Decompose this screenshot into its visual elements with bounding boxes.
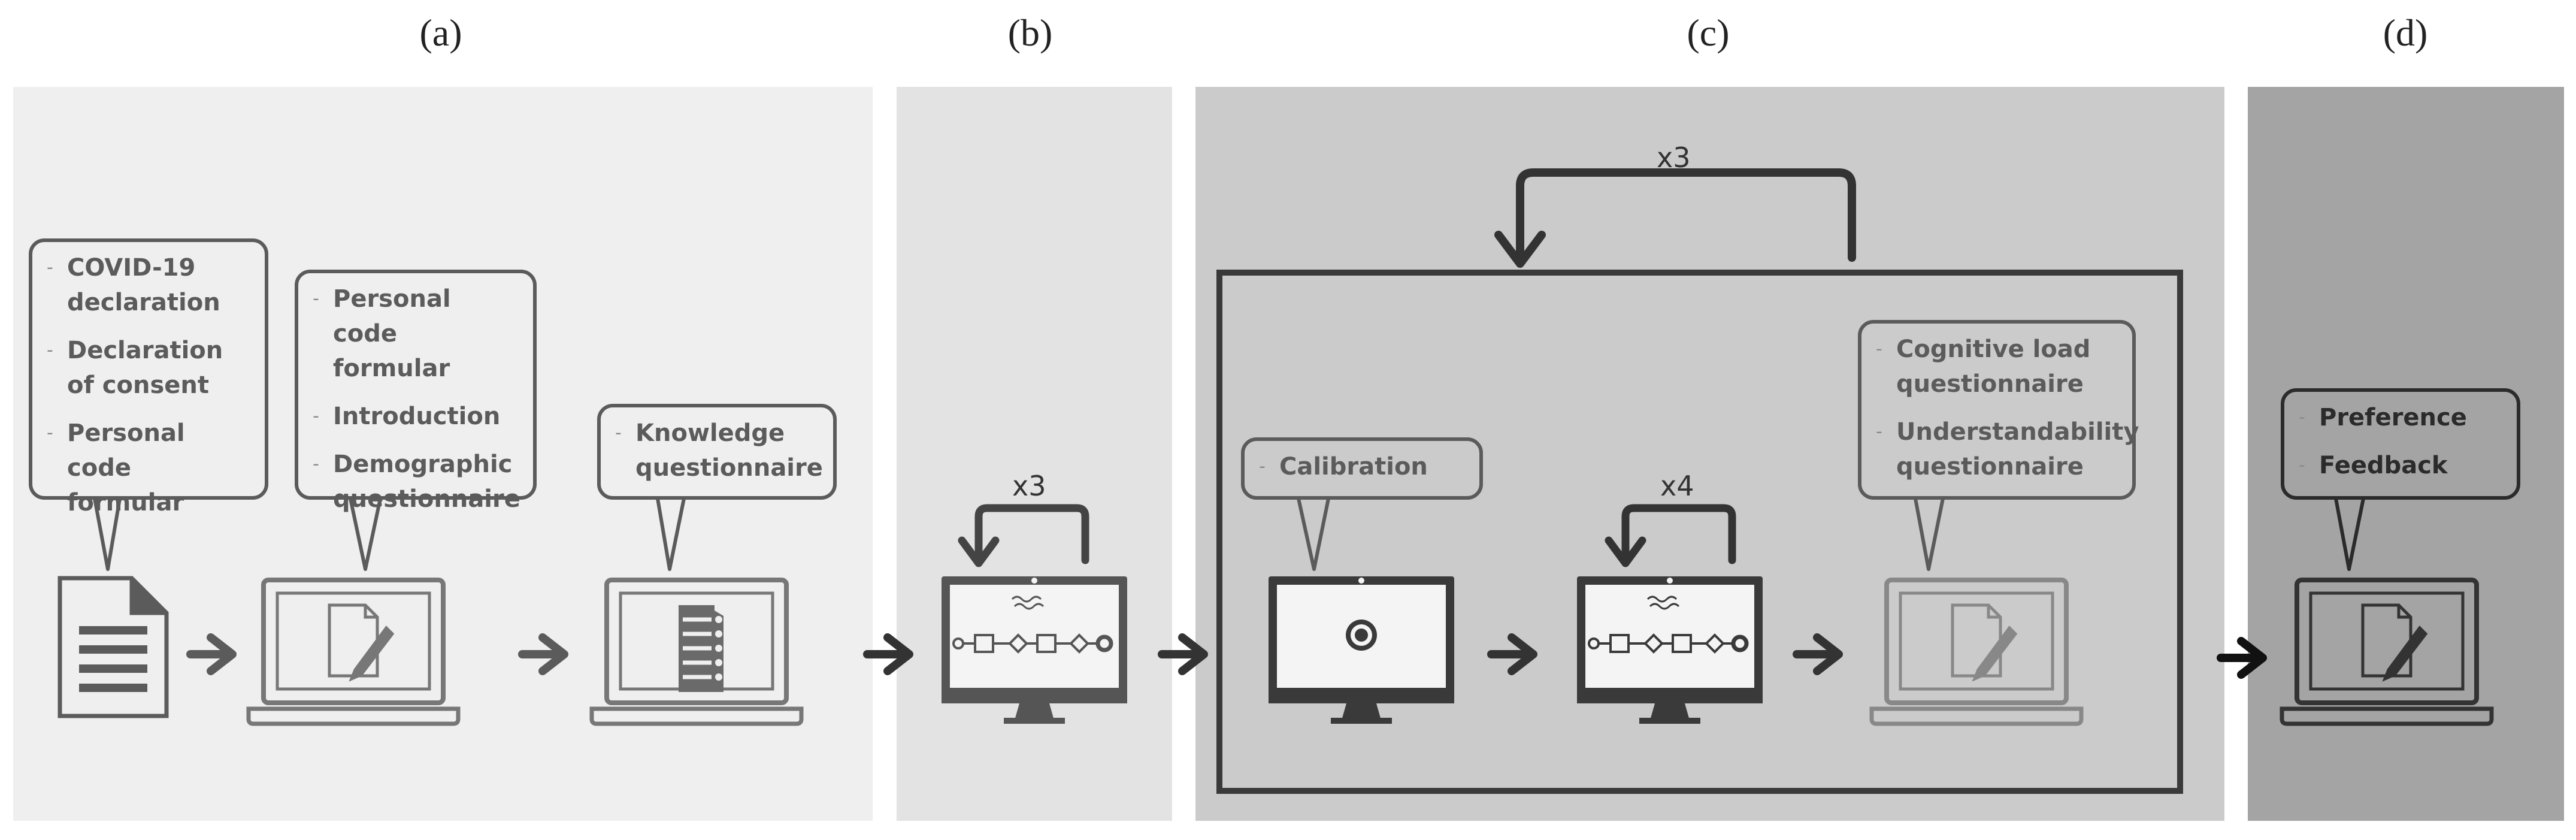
bubble-a3: Knowledge questionnaire [597,404,837,500]
loop-arrowhead-c [1605,536,1646,567]
panel-label-c: (c) [1687,11,1730,54]
bubble-item: Demographic questionnaire [309,447,522,516]
outer-loop-arrowhead [1494,231,1546,268]
bubble-a1: COVID-19 declaration Declaration of cons… [29,238,268,516]
document-icon [57,576,169,718]
repeat-block-frame [1216,270,2183,794]
panel-label-b: (b) [1007,11,1053,54]
bubble-tail-d1 [2334,498,2365,571]
bubble-item: COVID-19 declaration [43,250,254,320]
bubble-item: Declaration of consent [43,333,254,403]
panel-label-a: (a) [419,11,462,54]
bubble-a2: Personal code formular Introduction Demo… [295,270,537,513]
flow-arrow-4 [1158,633,1208,675]
flow-arrow-6 [1793,633,1843,675]
loop-arrow-b [974,504,1089,564]
flow-arrow-3 [863,633,913,675]
outer-loop-arrow [1516,168,1856,262]
flow-arrow-1 [186,633,237,675]
bubble-item: Personal code formular [309,282,522,386]
loop-label-c-inner: x4 [1660,470,1694,502]
bubble-item: Calibration [1255,449,1469,484]
bubble-item: Introduction [309,399,522,434]
bubble-c2: Cognitive load questionnaire Understanda… [1858,320,2139,500]
bubble-item: Personal code formular [43,416,254,520]
loop-arrow-c [1621,504,1736,564]
bubble-tail-c2 [1914,498,1945,571]
bubble-c1: Calibration [1241,437,1483,500]
bubble-d1: Preference Feedback [2281,388,2520,500]
bubble-item: Cognitive load questionnaire [1872,332,2121,401]
bubble-item: Preference [2295,400,2506,435]
flow-arrow-7 [2217,637,2267,679]
bubble-item: Feedback [2295,448,2506,483]
bubble-tail-c1 [1297,498,1330,571]
panel-label-d: (d) [2383,11,2428,54]
flow-arrow-5 [1487,633,1537,675]
flow-arrow-2 [518,633,568,675]
loop-label-b: x3 [1012,470,1046,502]
bubble-item: Knowledge questionnaire [612,416,823,485]
bubble-item: Understandability questionnaire [1872,415,2139,484]
target-icon [1346,620,1377,651]
loop-label-c-outer: x3 [1657,141,1691,174]
loop-arrowhead-b [958,536,1000,567]
bubble-tail-a2 [349,498,382,571]
bubble-tail-a3 [656,498,686,571]
bubble-tail-a1 [93,498,122,571]
